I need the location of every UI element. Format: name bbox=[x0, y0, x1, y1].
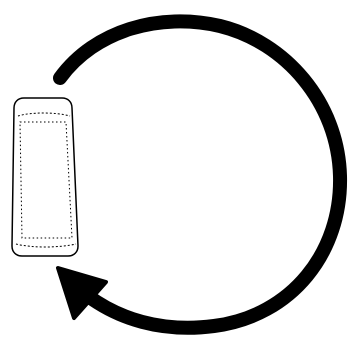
circular-arrow-icon bbox=[58, 21, 340, 327]
device-icon bbox=[12, 98, 78, 256]
